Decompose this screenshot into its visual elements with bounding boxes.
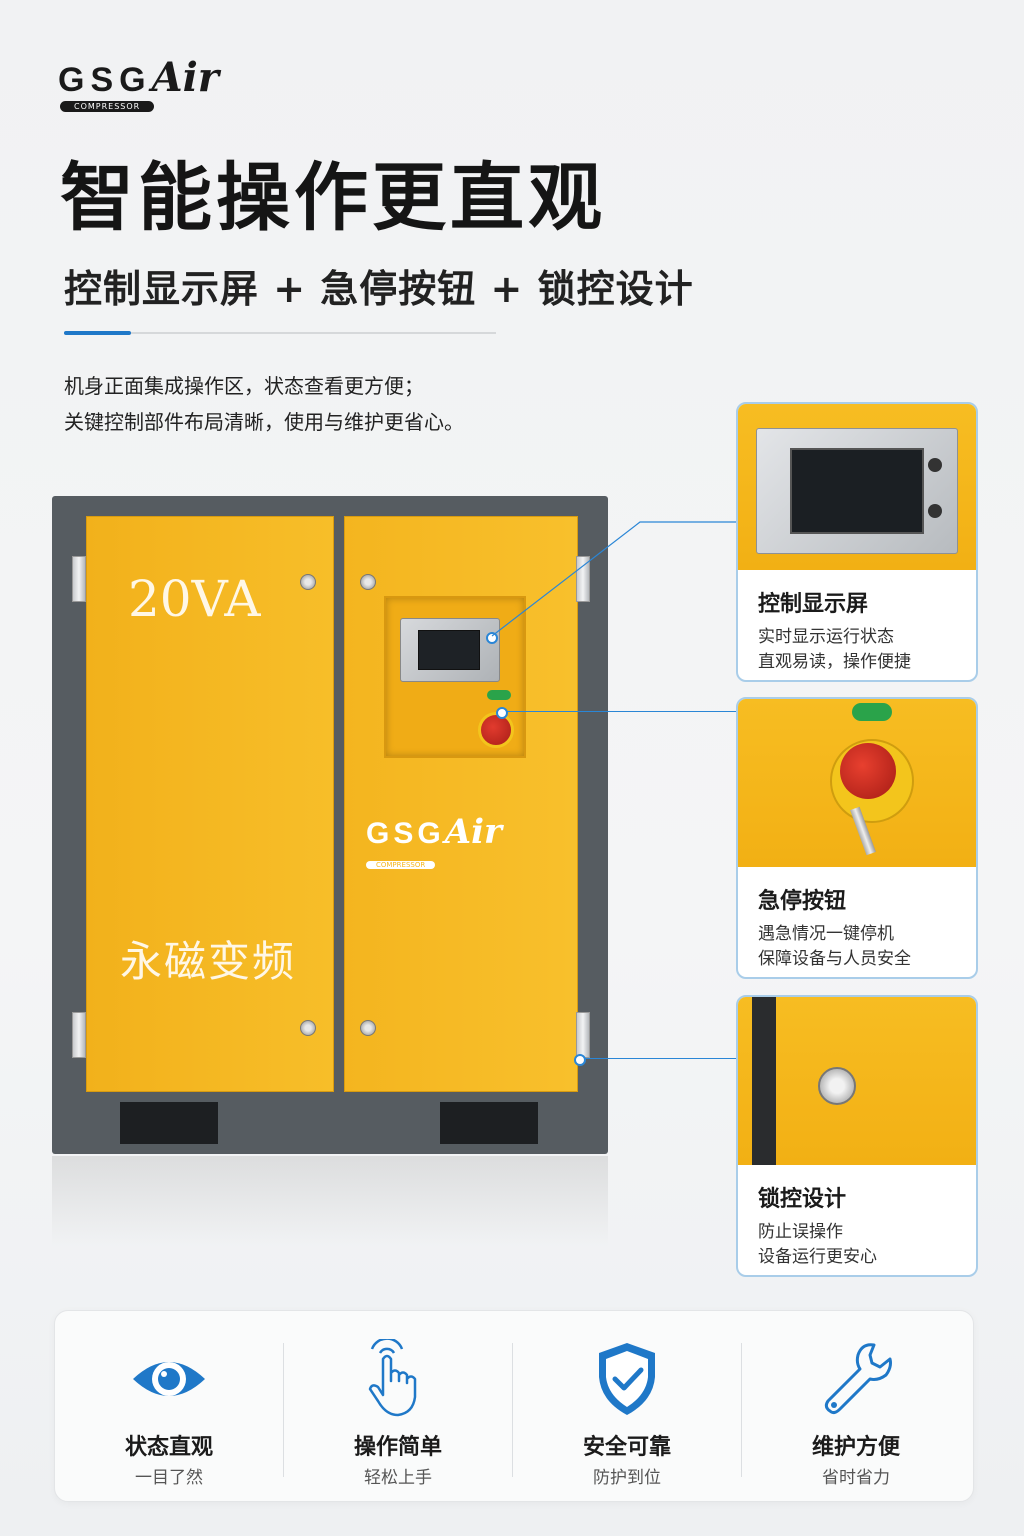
feature-subtitle: 轻松上手 bbox=[364, 1468, 432, 1488]
callout-line-lock bbox=[584, 1058, 738, 1059]
door-label: 永磁变频 bbox=[120, 937, 297, 986]
divider-accent bbox=[64, 331, 131, 335]
estop-button-closeup bbox=[840, 743, 896, 799]
logo-sub-text: COMPRESSOR bbox=[60, 101, 155, 112]
callout-card-display: 控制显示屏 实时显示运行状态 直观易读，操作便捷 bbox=[736, 402, 978, 682]
page-title: 智能操作更直观 bbox=[60, 155, 606, 241]
callout-line-display bbox=[491, 521, 736, 637]
feature-title: 维护方便 bbox=[811, 1435, 900, 1460]
hinge bbox=[576, 1012, 590, 1058]
logo-air-text: Air bbox=[151, 54, 219, 101]
logo-sub-bar: COMPRESSOR bbox=[60, 94, 155, 113]
callout-line-estop bbox=[506, 711, 738, 712]
logo-main-text: GSG bbox=[58, 61, 152, 99]
description-line-1: 机身正面集成操作区，状态查看更方便； bbox=[64, 374, 424, 398]
card-title: 急停按钮 bbox=[758, 889, 847, 914]
feature-title: 操作简单 bbox=[353, 1435, 442, 1460]
divider bbox=[64, 332, 496, 334]
feature-divider bbox=[283, 1343, 284, 1477]
feature-subtitle: 省时省力 bbox=[822, 1468, 890, 1488]
feature-item: 安全可靠 防护到位 bbox=[513, 1311, 741, 1501]
eye-icon bbox=[133, 1362, 205, 1396]
card-line: 保障设备与人员安全 bbox=[758, 949, 911, 969]
hinge bbox=[72, 1012, 86, 1058]
door-logo-main: GSG bbox=[366, 817, 445, 850]
estop-closeup bbox=[738, 699, 976, 867]
card-line: 防止误操作 bbox=[758, 1222, 843, 1242]
door-lock-bolt bbox=[360, 1020, 376, 1036]
card-line: 遇急情况一键停机 bbox=[758, 924, 894, 944]
hinge bbox=[576, 556, 590, 602]
model-number: 20VA bbox=[128, 570, 261, 628]
feature-item: 操作简单 轻松上手 bbox=[284, 1311, 512, 1501]
door-left bbox=[86, 516, 334, 1092]
feature-divider bbox=[741, 1343, 742, 1477]
display-closeup bbox=[738, 404, 976, 570]
card-title: 锁控设计 bbox=[758, 1187, 847, 1212]
feature-divider bbox=[512, 1343, 513, 1477]
card-line: 实时显示运行状态 bbox=[758, 627, 894, 647]
feature-subtitle: 防护到位 bbox=[593, 1468, 661, 1488]
control-display-screen bbox=[418, 630, 480, 670]
feature-item: 状态直观 一目了然 bbox=[55, 1311, 283, 1501]
lock-icon bbox=[818, 1067, 856, 1105]
callout-dot-estop bbox=[496, 707, 508, 719]
emergency-stop-button[interactable] bbox=[478, 712, 514, 748]
callout-card-estop: 急停按钮 遇急情况一键停机 保障设备与人员安全 bbox=[736, 697, 978, 979]
feature-subtitle: 一目了然 bbox=[135, 1468, 203, 1488]
door-lock-bolt bbox=[360, 574, 376, 590]
machine-reflection bbox=[52, 1156, 608, 1246]
display-knob bbox=[928, 458, 942, 472]
feature-bar: 状态直观 一目了然 操作简单 轻松上手 安全可靠 防护到位 维护方便 省时省力 bbox=[54, 1310, 974, 1502]
description: 机身正面集成操作区，状态查看更方便； 关键控制部件布局清晰，使用与维护更省心。 bbox=[64, 368, 464, 440]
door-logo-sub: COMPRESSOR bbox=[366, 861, 436, 869]
callout-dot-display bbox=[486, 632, 498, 644]
door-logo-air: Air bbox=[444, 812, 502, 852]
door-gap-closeup bbox=[752, 997, 776, 1165]
forklift-slot-right bbox=[440, 1102, 538, 1144]
callout-dot-lock bbox=[574, 1054, 586, 1066]
feature-title: 安全可靠 bbox=[582, 1435, 671, 1460]
feature-item: 维护方便 省时省力 bbox=[742, 1311, 970, 1501]
card-line: 设备运行更安心 bbox=[758, 1247, 877, 1267]
lock-closeup bbox=[738, 997, 976, 1165]
card-line: 直观易读，操作便捷 bbox=[758, 652, 911, 672]
door-lock-bolt bbox=[300, 574, 316, 590]
description-line-2: 关键控制部件布局清晰，使用与维护更省心。 bbox=[64, 410, 464, 434]
logo-wordmark: GSGAir bbox=[58, 54, 219, 101]
forklift-slot-left bbox=[120, 1102, 218, 1144]
page-subtitle: 控制显示屏 + 急停按钮 + 锁控设计 bbox=[64, 267, 694, 311]
hand-touch-icon bbox=[368, 1339, 417, 1417]
door-lock-bolt bbox=[300, 1020, 316, 1036]
wrench-icon bbox=[824, 1343, 892, 1415]
shield-check-icon bbox=[599, 1343, 655, 1415]
green-label bbox=[487, 690, 511, 700]
hinge bbox=[72, 556, 86, 602]
brand-logo: GSGAir COMPRESSOR bbox=[58, 50, 288, 113]
green-label-closeup bbox=[852, 703, 892, 721]
feature-title: 状态直观 bbox=[124, 1435, 213, 1460]
card-title: 控制显示屏 bbox=[758, 592, 869, 617]
door-logo: GSGAir COMPRESSOR bbox=[366, 812, 502, 871]
callout-card-lock: 锁控设计 防止误操作 设备运行更安心 bbox=[736, 995, 978, 1277]
display-screen-closeup bbox=[790, 448, 924, 534]
display-knob bbox=[928, 504, 942, 518]
